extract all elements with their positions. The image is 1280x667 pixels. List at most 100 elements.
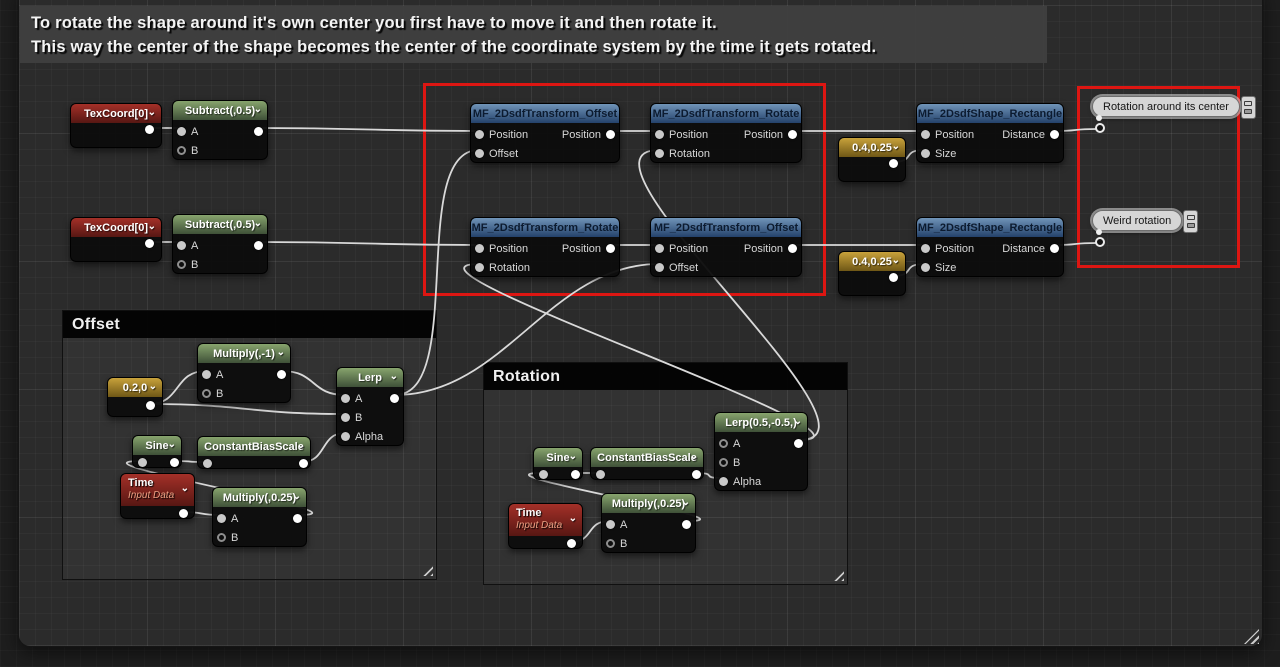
pin-b-input[interactable] [606, 539, 615, 548]
pin-alpha-input[interactable] [719, 477, 728, 486]
comment-resize-handle-icon[interactable] [832, 569, 844, 581]
pin-value-output[interactable] [888, 158, 898, 168]
pin-output[interactable] [298, 458, 308, 468]
pin-offset-input[interactable] [655, 263, 664, 272]
pin-out-output[interactable] [390, 394, 399, 403]
wire[interactable] [258, 241, 480, 246]
chevron-down-icon[interactable]: ⌄ [148, 381, 157, 392]
pin-b-input[interactable] [719, 458, 728, 467]
node-const020[interactable]: 0.2,0⌄ [107, 377, 163, 417]
chevron-down-icon[interactable]: ⌄ [253, 218, 262, 229]
pin-b-input[interactable] [217, 533, 226, 542]
node-texcoord2[interactable]: TexCoord[0]⌄ [70, 217, 162, 262]
node-texcoord1[interactable]: TexCoord[0]⌄ [70, 103, 162, 148]
pin-position-input[interactable] [921, 244, 930, 253]
chevron-down-icon[interactable]: ⌄ [253, 104, 262, 115]
chevron-down-icon[interactable]: ⌄ [891, 255, 900, 266]
pin-b-input[interactable] [341, 413, 350, 422]
node-cbs1[interactable]: ConstantBiasScale⌄ [197, 436, 311, 469]
pin-value-output[interactable] [144, 124, 154, 134]
pin-position-input[interactable] [655, 130, 664, 139]
pin-value-output[interactable] [145, 400, 155, 410]
pin-out-output[interactable] [682, 520, 691, 529]
node-sine2[interactable]: Sine⌄ [533, 447, 583, 480]
pin-a-input[interactable] [719, 439, 728, 448]
node-const425a[interactable]: 0.4,0.25⌄ [838, 137, 906, 182]
pin-input[interactable] [595, 469, 605, 479]
bubble-weird-rotation[interactable]: Weird rotation [1092, 210, 1199, 233]
pin-time-output[interactable] [566, 538, 576, 548]
node-sine1[interactable]: Sine⌄ [132, 435, 182, 468]
pin-a-input[interactable] [606, 520, 615, 529]
pin-out-output[interactable] [293, 514, 302, 523]
pin-output[interactable] [169, 457, 179, 467]
pin-size-input[interactable] [921, 263, 930, 272]
pin-position-output[interactable] [606, 130, 615, 139]
pin-out-output[interactable] [277, 370, 286, 379]
pin-input[interactable] [538, 469, 548, 479]
bubble-output-pin[interactable] [1095, 123, 1105, 133]
pin-value-output[interactable] [144, 238, 154, 248]
preview-icon[interactable] [1244, 109, 1253, 115]
chevron-down-icon[interactable]: ⌄ [147, 107, 156, 118]
pin-position-input[interactable] [921, 130, 930, 139]
chevron-down-icon[interactable]: ⌄ [292, 491, 301, 502]
preview-icon[interactable] [1186, 223, 1195, 229]
comment-box-offset[interactable]: Offset [62, 310, 437, 580]
pin-position-input[interactable] [475, 130, 484, 139]
pin-position-output[interactable] [788, 244, 797, 253]
wire[interactable] [394, 149, 480, 396]
pin-input[interactable] [202, 458, 212, 468]
pin-out-output[interactable] [794, 439, 803, 448]
chevron-down-icon[interactable]: ⌄ [568, 451, 577, 462]
pin-a-input[interactable] [177, 127, 186, 136]
bubble-output-pin[interactable] [1095, 237, 1105, 247]
pin-out-output[interactable] [254, 127, 263, 136]
pin-icon[interactable] [1186, 214, 1195, 220]
pin-position-input[interactable] [655, 244, 664, 253]
chevron-down-icon[interactable]: ⌄ [180, 483, 189, 494]
pin-offset-input[interactable] [475, 149, 484, 158]
wire[interactable] [281, 370, 346, 396]
chevron-down-icon[interactable]: ⌄ [568, 513, 577, 524]
pin-size-input[interactable] [921, 149, 930, 158]
chevron-down-icon[interactable]: ⌄ [891, 141, 900, 152]
comment-resize-handle-icon[interactable] [421, 564, 433, 576]
pin-value-output[interactable] [888, 272, 898, 282]
pin-distance-output[interactable] [1050, 244, 1059, 253]
pin-rotation-input[interactable] [655, 149, 664, 158]
pin-output[interactable] [691, 469, 701, 479]
chevron-down-icon[interactable]: ⌄ [793, 416, 802, 427]
node-cbs2[interactable]: ConstantBiasScale⌄ [590, 447, 704, 480]
pin-b-input[interactable] [177, 146, 186, 155]
pin-rotation-input[interactable] [475, 263, 484, 272]
pin-a-input[interactable] [217, 514, 226, 523]
pin-a-input[interactable] [202, 370, 211, 379]
wire[interactable] [148, 403, 346, 415]
wire[interactable] [463, 263, 815, 441]
chevron-down-icon[interactable]: ⌄ [689, 451, 698, 462]
wire[interactable] [258, 127, 480, 132]
pin-a-input[interactable] [177, 241, 186, 250]
pin-b-input[interactable] [177, 260, 186, 269]
chevron-down-icon[interactable]: ⌄ [389, 371, 398, 382]
chevron-down-icon[interactable]: ⌄ [296, 440, 305, 451]
pin-position-input[interactable] [475, 244, 484, 253]
pin-a-input[interactable] [341, 394, 350, 403]
wire[interactable] [638, 149, 820, 441]
pin-b-input[interactable] [202, 389, 211, 398]
pin-position-output[interactable] [788, 130, 797, 139]
